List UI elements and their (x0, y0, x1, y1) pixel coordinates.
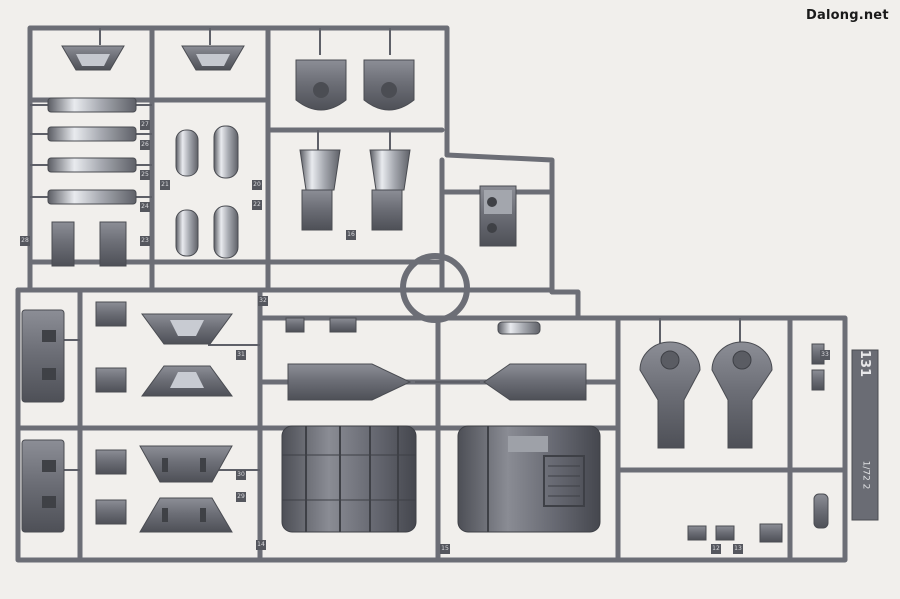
sprue-tag-number: 131 (857, 349, 873, 378)
housing-parts (287, 363, 587, 401)
mount-brackets (295, 59, 517, 247)
tray-parts (61, 45, 245, 71)
engine-cylinders (281, 425, 601, 533)
part-number: 32 (258, 296, 268, 306)
part-number: 24 (140, 202, 150, 212)
part-number: 16 (346, 230, 356, 240)
side-panels (21, 301, 127, 533)
part-number: 15 (440, 544, 450, 554)
sprue-code: 1/72 2 (860, 460, 870, 490)
sprue-tag (851, 349, 879, 521)
part-number: 12 (711, 544, 721, 554)
watermark: Dalong.net (806, 8, 889, 23)
part-number: 27 (140, 120, 150, 130)
part-number: 23 (140, 236, 150, 246)
chrome-capsules (175, 125, 239, 259)
part-number: 31 (236, 350, 246, 360)
part-number: 21 (160, 180, 170, 190)
sprue-ring (400, 253, 470, 323)
trapezoid-parts (139, 313, 233, 533)
part-number: 29 (236, 492, 246, 502)
sprue-frame (15, 25, 848, 563)
part-number: 13 (733, 544, 743, 554)
chrome-rods (47, 97, 137, 267)
round-panels (639, 341, 773, 449)
part-number: 26 (140, 140, 150, 150)
small-blocks (285, 317, 541, 335)
part-number: 33 (820, 350, 830, 360)
part-number: 28 (20, 236, 30, 246)
part-number: 20 (252, 180, 262, 190)
small-fittings (687, 343, 829, 543)
part-number: 22 (252, 200, 262, 210)
part-number: 30 (236, 470, 246, 480)
sprue-code-wrap: 1/72 2 (853, 430, 877, 520)
part-number: 14 (256, 540, 266, 550)
part-number: 25 (140, 170, 150, 180)
